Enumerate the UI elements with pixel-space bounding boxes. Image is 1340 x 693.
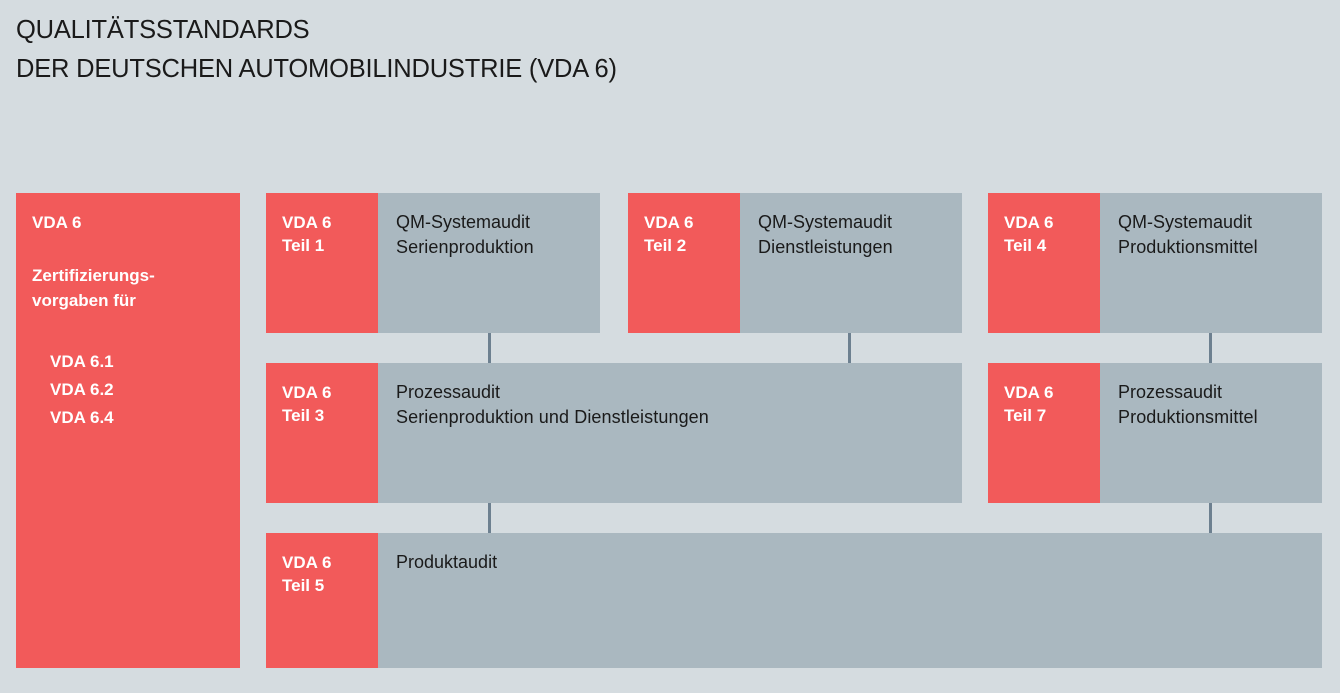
overview-panel-list: VDA 6.1 VDA 6.2 VDA 6.4 xyxy=(50,348,114,432)
connector-teil7-to-teil5 xyxy=(1209,503,1212,533)
connector-teil2-to-teil3 xyxy=(848,333,851,363)
audit-box-body-teil-7: Prozessaudit Produktionsmittel xyxy=(1100,363,1322,503)
tag-line-1: VDA 6 xyxy=(282,553,332,572)
audit-box-body-teil-2: QM-Systemaudit Dienstleistungen xyxy=(740,193,962,333)
audit-box-body-teil-4: QM-Systemaudit Produktionsmittel xyxy=(1100,193,1322,333)
tag-line-1: VDA 6 xyxy=(282,213,332,232)
body-line-1: Prozessaudit xyxy=(396,382,501,402)
audit-box-teil-7[interactable]: VDA 6 Teil 7 Prozessaudit Produktionsmit… xyxy=(988,363,1322,503)
audit-box-body-teil-3: Prozessaudit Serienproduktion und Dienst… xyxy=(378,363,962,503)
body-line-2: Produktionsmittel xyxy=(1118,237,1258,257)
audit-box-teil-1[interactable]: VDA 6 Teil 1 QM-Systemaudit Serienproduk… xyxy=(266,193,600,333)
tag-line-1: VDA 6 xyxy=(282,383,332,402)
overview-list-item-1: VDA 6.1 xyxy=(50,352,114,371)
audit-box-body-teil-1: QM-Systemaudit Serienproduktion xyxy=(378,193,600,333)
page-title-line-1: QUALITÄTSSTANDARDS xyxy=(16,16,310,44)
body-line-2: Serienproduktion und Dienstleistungen xyxy=(396,407,709,427)
body-line-2: Dienstleistungen xyxy=(758,237,893,257)
overview-panel-subtitle: Zertifizierungs- vorgaben für xyxy=(32,266,155,310)
connector-teil1-to-teil3 xyxy=(488,333,491,363)
audit-box-teil-2[interactable]: VDA 6 Teil 2 QM-Systemaudit Dienstleistu… xyxy=(628,193,962,333)
audit-box-teil-4[interactable]: VDA 6 Teil 4 QM-Systemaudit Produktionsm… xyxy=(988,193,1322,333)
connector-teil3-to-teil5 xyxy=(488,503,491,533)
tag-line-2: Teil 2 xyxy=(644,236,687,255)
audit-box-tag-teil-7: VDA 6 Teil 7 xyxy=(988,363,1100,503)
audit-box-tag-teil-5: VDA 6 Teil 5 xyxy=(266,533,378,668)
tag-line-2: Teil 3 xyxy=(282,406,325,425)
tag-line-2: Teil 7 xyxy=(1004,406,1047,425)
body-line-2: Produktionsmittel xyxy=(1118,407,1258,427)
body-line-1: QM-Systemaudit xyxy=(758,212,893,232)
vda6-overview-panel: VDA 6 Zertifizierungs- vorgaben für VDA … xyxy=(16,193,240,668)
audit-box-tag-teil-1: VDA 6 Teil 1 xyxy=(266,193,378,333)
audit-box-teil-5[interactable]: VDA 6 Teil 5 Produktaudit xyxy=(266,533,1322,668)
body-line-2: Serienproduktion xyxy=(396,237,534,257)
audit-box-tag-teil-2: VDA 6 Teil 2 xyxy=(628,193,740,333)
audit-box-body-teil-5: Produktaudit xyxy=(378,533,1322,668)
body-line-1: QM-Systemaudit xyxy=(396,212,531,232)
audit-box-tag-teil-3: VDA 6 Teil 3 xyxy=(266,363,378,503)
overview-panel-heading: VDA 6 xyxy=(32,213,82,232)
connector-teil4-to-teil7 xyxy=(1209,333,1212,363)
tag-line-2: Teil 1 xyxy=(282,236,325,255)
tag-line-1: VDA 6 xyxy=(1004,383,1054,402)
tag-line-2: Teil 4 xyxy=(1004,236,1047,255)
body-line-1: Produktaudit xyxy=(396,552,498,572)
tag-line-1: VDA 6 xyxy=(644,213,694,232)
audit-box-teil-3[interactable]: VDA 6 Teil 3 Prozessaudit Serienprodukti… xyxy=(266,363,962,503)
tag-line-2: Teil 5 xyxy=(282,576,325,595)
tag-line-1: VDA 6 xyxy=(1004,213,1054,232)
overview-list-item-2: VDA 6.2 xyxy=(50,380,114,399)
overview-list-item-3: VDA 6.4 xyxy=(50,408,114,427)
body-line-1: Prozessaudit xyxy=(1118,382,1223,402)
audit-box-tag-teil-4: VDA 6 Teil 4 xyxy=(988,193,1100,333)
body-line-1: QM-Systemaudit xyxy=(1118,212,1253,232)
page-title-line-2: DER DEUTSCHEN AUTOMOBILINDUSTRIE (VDA 6) xyxy=(16,55,617,83)
